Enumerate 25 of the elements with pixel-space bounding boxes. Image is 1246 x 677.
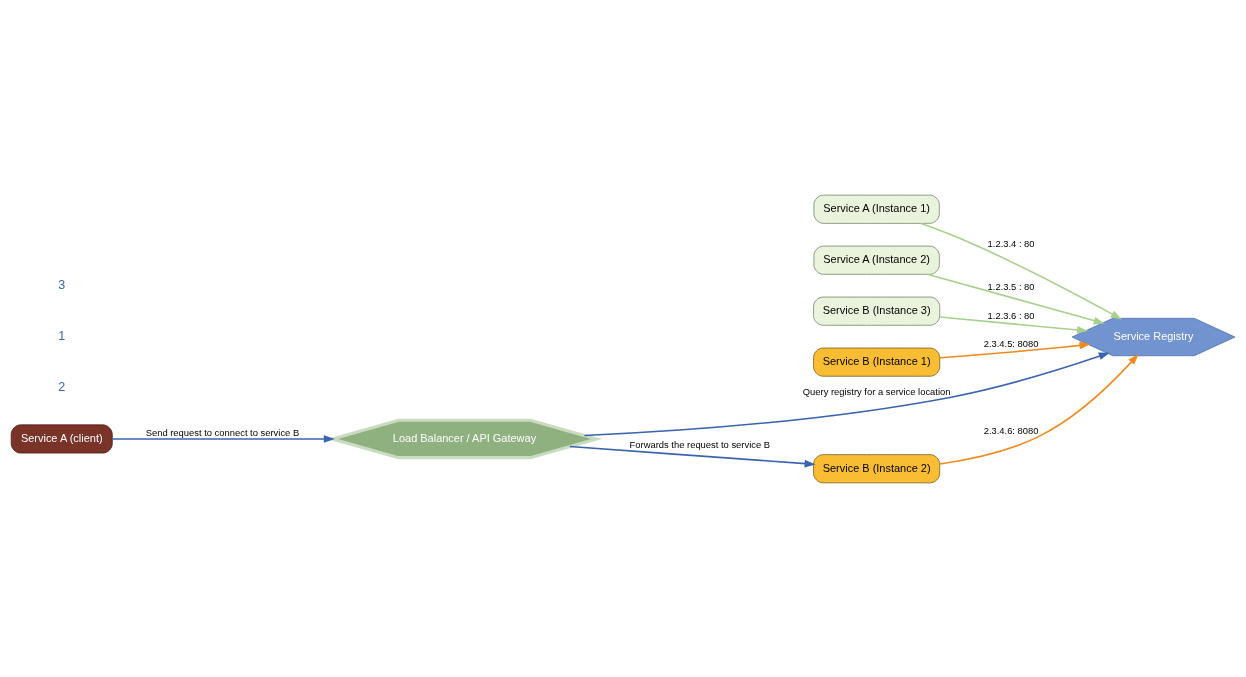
- arrow: [111, 434, 335, 443]
- node-box: Service B (Instance 1): [813, 347, 941, 377]
- node-box: Service A (Instance 1): [813, 194, 940, 224]
- node-box: Service B (Instance 3): [813, 296, 941, 326]
- label: 3: [58, 277, 66, 292]
- arrow: [939, 353, 1139, 465]
- arrow: [939, 341, 1091, 358]
- edge-label: Forwards the request to service B: [629, 438, 771, 450]
- edge-label: 1.2.3.4 : 80: [987, 237, 1035, 249]
- edge-label: Query registry for a service location: [802, 385, 951, 397]
- arrow: [939, 315, 1089, 334]
- arrow: [927, 273, 1105, 324]
- label: 2: [58, 379, 66, 394]
- edge-label: 2.3.4.5: 8080: [983, 337, 1039, 349]
- arrow: [569, 445, 816, 467]
- arrow: [920, 222, 1122, 319]
- edge-label: 1.2.3.5 : 80: [987, 280, 1035, 292]
- edge-label: Send request to connect to service B: [145, 426, 300, 438]
- edge-label: 2.3.4.6: 8080: [983, 424, 1039, 436]
- node-box: Service A (client): [10, 423, 113, 453]
- arrow: [583, 352, 1110, 436]
- node-box: Service B (Instance 2): [813, 453, 941, 483]
- edge-label: 1.2.3.6 : 80: [987, 309, 1035, 321]
- label: 1: [58, 328, 66, 343]
- node-box: Service A (Instance 2): [813, 245, 940, 275]
